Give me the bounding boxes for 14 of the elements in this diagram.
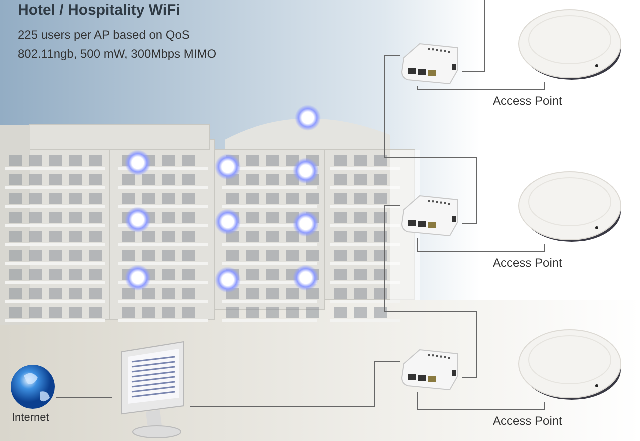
device-label: Access Point bbox=[493, 414, 562, 428]
connector-line bbox=[418, 82, 546, 90]
spec-text: 225 users per AP based on QoS bbox=[18, 28, 190, 42]
connector-line bbox=[418, 238, 546, 252]
diagram-title: Hotel / Hospitality WiFi bbox=[18, 2, 180, 19]
connector-line bbox=[462, 0, 486, 72]
connector-line bbox=[384, 56, 478, 224]
device-label: Access Point bbox=[493, 256, 562, 270]
node-label: Internet bbox=[12, 412, 50, 424]
connector-line bbox=[190, 362, 400, 408]
device-label: Access Point bbox=[493, 94, 562, 108]
connector-line bbox=[418, 392, 546, 410]
connector-line bbox=[384, 206, 478, 378]
spec-text: 802.11ngb, 500 mW, 300Mbps MIMO bbox=[18, 47, 217, 61]
